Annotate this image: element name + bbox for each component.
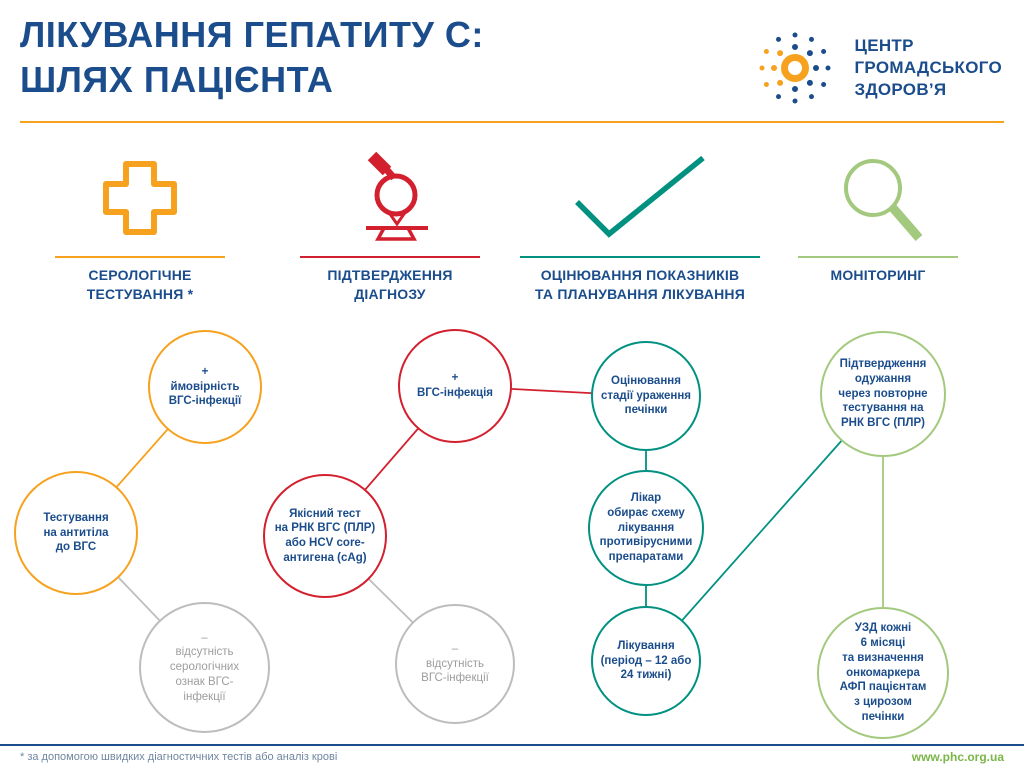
stage-label: МОНІТОРИНГ <box>830 267 926 283</box>
node-hcv-probability: + ймовірність ВГС-інфекції <box>148 330 262 444</box>
node-doctor-scheme: Лікар обирає схему лікування противірусн… <box>588 470 704 586</box>
magnifier-icon <box>844 159 923 241</box>
stage-icon-box <box>565 150 715 242</box>
stage-underline <box>798 256 958 258</box>
node-cure-confirmation: Підтвердження одужання через повторне те… <box>820 331 946 457</box>
cross-icon <box>103 161 177 235</box>
footnote: * за допомогою швидких діагностичних тес… <box>20 751 338 763</box>
node-no-infection: – відсутність ВГС-інфекції <box>395 604 515 724</box>
stage-underline <box>520 256 760 258</box>
stage-underline <box>55 256 225 258</box>
node-no-serology: – відсутність серологічних ознак ВГС- ін… <box>139 602 270 733</box>
stage-icon-box <box>833 150 923 242</box>
org-logo: ЦЕНТР ГРОМАДСЬКОГО ЗДОРОВ’Я <box>751 24 1003 112</box>
node-hcv-infection: + ВГС-інфекція <box>398 329 512 443</box>
stage-icon-box <box>96 150 184 242</box>
node-treatment: Лікування (період – 12 або 24 тижні) <box>591 606 701 716</box>
stage-label: ПІДТВЕРДЖЕННЯ ДІАГНОЗУ <box>327 267 453 302</box>
checkmark-icon <box>575 155 705 238</box>
node-ultrasound: УЗД кожні 6 місяці та визначення онкомар… <box>817 607 949 739</box>
node-antibody-test: Тестування на антитіла до ВГС <box>14 471 138 595</box>
footer-divider <box>0 744 1024 746</box>
website-link[interactable]: www.phc.org.ua <box>911 750 1004 764</box>
stage-diagnosis-confirmation: ПІДТВЕРДЖЕННЯ ДІАГНОЗУ <box>290 150 490 304</box>
stage-monitoring: МОНІТОРИНГ <box>778 150 978 285</box>
node-liver-assessment: Оцінювання стадії ураження печінки <box>591 341 701 451</box>
logo-dots-icon <box>759 32 830 104</box>
stage-underline <box>300 256 480 258</box>
microscope-icon <box>366 151 428 241</box>
stage-icon-box <box>344 150 436 242</box>
stage-label: ОЦІНЮВАННЯ ПОКАЗНИКІВ ТА ПЛАНУВАННЯ ЛІКУ… <box>535 267 745 302</box>
stage-serological-testing: СЕРОЛОГІЧНЕ ТЕСТУВАННЯ * <box>40 150 240 304</box>
stage-label: СЕРОЛОГІЧНЕ ТЕСТУВАННЯ * <box>86 267 194 302</box>
stage-evaluation-planning: ОЦІНЮВАННЯ ПОКАЗНИКІВ ТА ПЛАНУВАННЯ ЛІКУ… <box>517 150 763 304</box>
org-name: ЦЕНТР ГРОМАДСЬКОГО ЗДОРОВ’Я <box>854 35 1002 100</box>
node-rna-test: Якісний тест на РНК ВГС (ПЛР) або HCV co… <box>263 474 387 598</box>
header-divider <box>20 121 1004 123</box>
page-title: ЛІКУВАННЯ ГЕПАТИТУ С: ШЛЯХ ПАЦІЄНТА <box>20 14 484 101</box>
